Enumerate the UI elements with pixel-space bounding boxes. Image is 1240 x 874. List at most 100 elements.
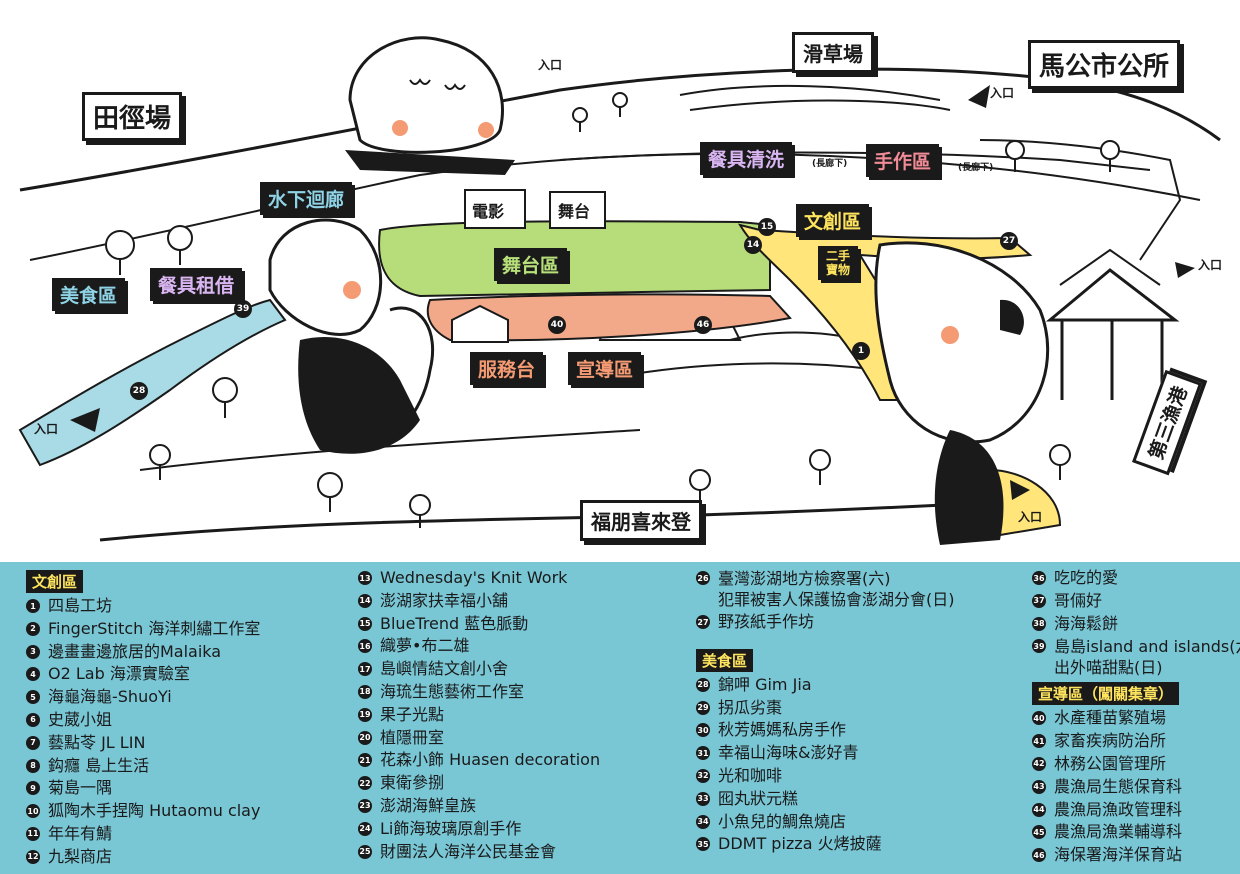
legend-item-name: 水產種苗繁殖場 [1054, 708, 1167, 728]
legend-item-name: 九梨商店 [48, 846, 113, 866]
legend-item-name: 東衛參捌 [380, 773, 445, 793]
legend-item-name: 財團法人海洋公民基金會 [380, 841, 557, 861]
legend-item-name: 年年有鯖 [48, 823, 113, 843]
legend-item-name: 吃吃的愛 [1054, 568, 1119, 587]
handcraft-area-label: 手作區 [866, 144, 940, 177]
legend-item-number: 4 [26, 667, 40, 682]
legend-item-number: 7 [26, 735, 40, 750]
utensil-rental-label: 餐具租借 [150, 268, 243, 301]
legend-item-number: 43 [1032, 779, 1046, 794]
legend-item-name: 海保署海洋保育站 [1054, 845, 1183, 865]
legend-item-number: 5 [26, 690, 40, 705]
legend-item-number: 42 [1032, 756, 1046, 771]
legend-item-name: 囮丸狀元糕 [718, 788, 799, 808]
legend-item-name: Wednesday's Knit Work [380, 568, 568, 587]
legend-item-number: 23 [358, 798, 372, 813]
legend-item-name: 野孩紙手作坊 [718, 612, 815, 631]
legend-item: 27 野孩紙手作坊 [696, 612, 955, 635]
character-left [268, 218, 435, 454]
legend-item-number: 31 [696, 746, 710, 761]
legend-item-name: 四島工坊 [48, 596, 113, 615]
food-area-label: 美食區 [52, 278, 126, 311]
legend-item-name: 光和咖啡 [718, 765, 783, 785]
legend-item-number: 2 [26, 621, 40, 636]
legend-item-name: 果子光點 [380, 704, 445, 724]
legend-item-name: 織夢•布二雄 [380, 636, 470, 656]
creative-area-heading: 文創區 [26, 570, 84, 593]
legend-item: 32 光和咖啡 [696, 766, 955, 789]
underwater-corridor-label: 水下迴廊 [260, 182, 353, 215]
legend-item-name: 海海鬆餅 [1054, 613, 1119, 633]
promotion-area-label: 宣導區 [568, 352, 642, 385]
marker-27: 27 [1000, 232, 1018, 250]
legend-item-number: 44 [1032, 802, 1046, 817]
legend-item-number: 19 [358, 707, 372, 722]
marker-1: 1 [852, 342, 870, 360]
legend-item-number: 34 [696, 814, 710, 829]
legend-item-name: 植隱冊室 [380, 727, 445, 747]
legend-item: 19 果子光點 [358, 705, 600, 728]
utensil-washing-label: 餐具清洗 [700, 142, 793, 175]
legend-item-number: 24 [358, 821, 372, 836]
legend-item-number: 21 [358, 753, 372, 768]
legend-item-number: 22 [358, 776, 372, 791]
entrance-top-left: 入口 [538, 58, 563, 72]
legend-item-name: 林務公園管理所 [1054, 753, 1167, 773]
entrance-top-right: 入口 [990, 86, 1015, 100]
legend-item-number: 32 [696, 768, 710, 783]
legend-item-number: 35 [696, 837, 710, 852]
legend-item-name: 島島island and islands(六) 出外喵甜點(日) [1054, 637, 1240, 678]
legend-item: 33 囮丸狀元糕 [696, 789, 955, 812]
legend-item-number: 14 [358, 593, 372, 608]
legend-item-name: 拐瓜劣棗 [718, 697, 783, 717]
legend-item-number: 8 [26, 758, 40, 773]
legend-item-number: 41 [1032, 734, 1046, 749]
event-map: 田徑場 滑草場 馬公市公所 水下迴廊 美食區 餐具租借 餐具清洗 (長廊下) 手… [18, 32, 1222, 545]
legend-item-name: 家畜疾病防治所 [1054, 731, 1167, 751]
legend-item: 40 水產種苗繁殖場 [1032, 708, 1240, 731]
stage-area-label: 舞台區 [494, 248, 568, 281]
legend-item: 4 O2 Lab 海漂實驗室 [26, 664, 260, 687]
legend-item-name: 哥倆好 [1054, 590, 1103, 610]
legend-item-name: 史葳小姐 [48, 709, 113, 729]
legend-item-name: 錦呷 Gim Jia [718, 674, 812, 694]
city-office-label: 馬公市公所 [1028, 40, 1181, 89]
legend-item-number: 27 [696, 615, 710, 629]
legend-item-name: O2 Lab 海漂實驗室 [48, 664, 190, 684]
legend-item-name: 秋芳媽媽私房手作 [718, 720, 847, 740]
legend-item-name: BlueTrend 藍色脈動 [380, 613, 529, 633]
legend-item-number: 15 [358, 616, 372, 631]
legend-item-name: 菊島一隅 [48, 778, 113, 798]
legend-item-name: 澎湖海鮮皇族 [380, 795, 477, 815]
legend-item-number: 30 [696, 723, 710, 738]
legend-item-number: 11 [26, 826, 40, 841]
legend-item-number: 33 [696, 791, 710, 806]
legend-item-number: 46 [1032, 848, 1046, 863]
legend-item-number: 40 [1032, 711, 1046, 726]
legend-item: 15 BlueTrend 藍色脈動 [358, 614, 600, 637]
marker-40: 40 [548, 316, 566, 334]
legend-item: 46 海保署海洋保育站 [1032, 845, 1240, 868]
